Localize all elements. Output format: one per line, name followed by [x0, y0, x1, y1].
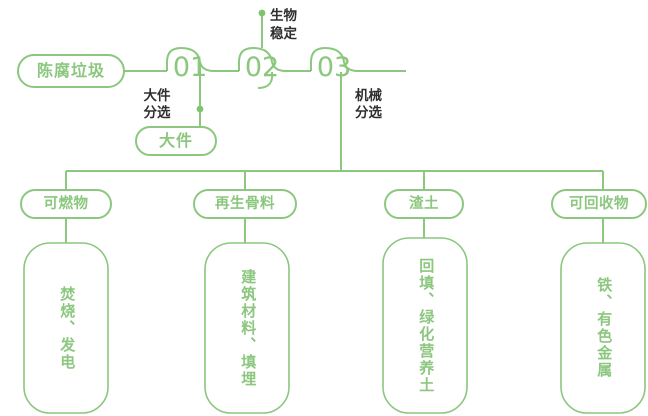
detail-box-slag-outline[interactable]	[382, 237, 468, 414]
category-pill-recyclable-outline[interactable]	[551, 189, 647, 219]
stage-03-label-line2: 分选	[355, 105, 382, 120]
stage-02-label-line2: 稳定	[270, 26, 297, 41]
category-label-slag: 渣土	[409, 196, 439, 212]
stage-03-label-line1: 机械	[355, 88, 382, 103]
stage-01-left-arc	[166, 47, 182, 71]
stage-number-02: 02	[244, 52, 280, 83]
detail-aggregate: 建筑材料、填埋	[205, 243, 289, 413]
detail-text-recyclable: 铁、有色金属	[595, 277, 613, 379]
stage-02-right-arc	[252, 47, 287, 72]
stage-01-label-line1: 大件	[143, 88, 171, 103]
detail-text-slag: 回填、绿化营养土	[417, 257, 435, 394]
source-pill-label: 陈腐垃圾	[36, 63, 105, 80]
stage-01-label-line2: 分选	[143, 105, 171, 120]
detail-box-combustible-outline[interactable]	[23, 242, 109, 414]
stage-03-left-arc	[310, 47, 326, 71]
category-label-combustible: 可燃物	[43, 196, 89, 212]
detail-text-combustible: 焚烧、发电	[58, 285, 76, 371]
detail-box-aggregate-outline[interactable]	[204, 242, 290, 414]
stage-02-left-arc	[238, 47, 254, 71]
stage-03-right-arc	[324, 47, 359, 72]
category-label-recyclable: 可回收物	[569, 196, 629, 212]
detail-combustible: 焚烧、发电	[24, 243, 108, 413]
bulky-output-pill-outline[interactable]	[135, 126, 217, 156]
bio-label-dot	[258, 9, 266, 17]
stage-number-01: 01	[172, 52, 208, 83]
detail-recyclable: 铁、有色金属	[561, 243, 645, 413]
stage-02-lower-curl	[257, 71, 274, 89]
bulky-output-pill-label: 大件	[158, 133, 193, 150]
stage-02-label-line1: 生物	[270, 8, 297, 23]
detail-text-aggregate: 建筑材料、填埋	[239, 268, 257, 388]
category-label-aggregate: 再生骨料	[215, 196, 275, 212]
stage-number-03: 03	[316, 52, 352, 83]
detail-box-recyclable-outline[interactable]	[560, 242, 646, 414]
bulky-branch-dot	[196, 105, 204, 113]
detail-slag: 回填、绿化营养土	[383, 238, 467, 413]
